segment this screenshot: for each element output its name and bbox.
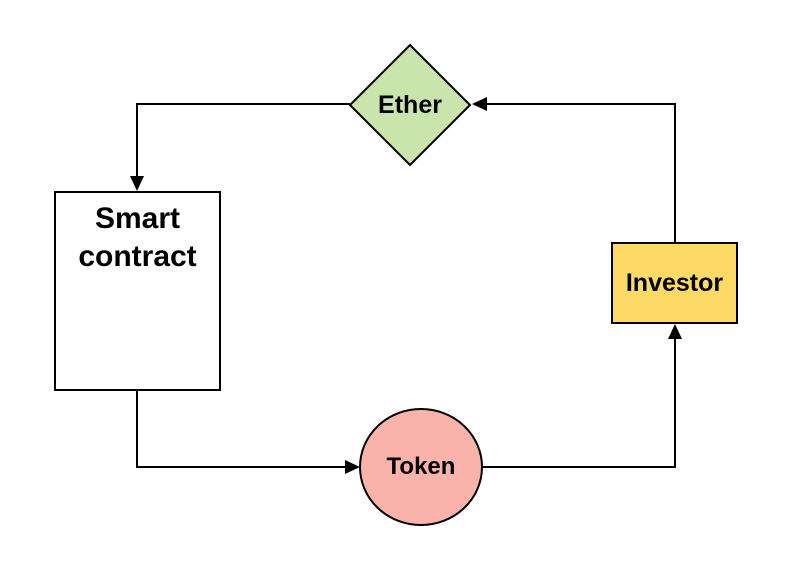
- arrowhead-right-icon: [345, 460, 360, 474]
- node-smart-contract-shape: [54, 191, 221, 391]
- arrowhead-left-icon: [472, 97, 487, 111]
- edge-investor-to-ether: [472, 97, 676, 243]
- node-token-shape: [359, 408, 483, 526]
- arrowhead-down-icon: [130, 176, 144, 191]
- arrowhead-up-icon: [668, 324, 682, 339]
- node-investor-shape: [611, 242, 738, 324]
- node-ether-shape: [348, 43, 472, 167]
- edge-token-to-investor: [482, 324, 682, 468]
- edge-smart-contract-to-token: [136, 390, 360, 474]
- edge-ether-to-smart-contract: [130, 103, 350, 191]
